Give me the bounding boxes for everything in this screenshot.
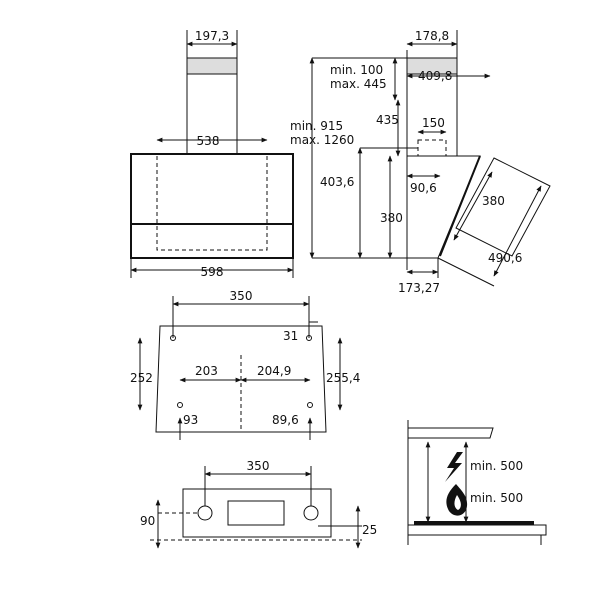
- clearance-cooktop: [407, 524, 547, 536]
- height-380: 380: [380, 211, 403, 225]
- front-hood-body: [130, 153, 294, 259]
- bracket-outline: [155, 325, 327, 433]
- chimney-max: max. 445: [330, 77, 387, 91]
- depth-total: 409,8: [418, 69, 452, 83]
- front-hood-width: 598: [201, 265, 224, 279]
- front-inner-width: 538: [197, 134, 220, 148]
- front-view: 197,3 538 598: [130, 29, 294, 279]
- bottom-173: 173,27: [398, 281, 440, 295]
- bracket-left: 203: [195, 364, 218, 378]
- lightning-icon: [445, 452, 463, 482]
- max-1260: max. 1260: [290, 133, 354, 147]
- height-403: 403,6: [320, 175, 354, 189]
- bracket-right: 204,9: [257, 364, 291, 378]
- offset-90: 90,6: [410, 181, 437, 195]
- clearance-hood: [407, 427, 494, 439]
- fixing-hole: [197, 505, 213, 521]
- bottom-height: 90: [140, 514, 155, 528]
- bottom-offset: 25: [362, 523, 377, 537]
- bracket-height-right: 255,4: [326, 371, 360, 385]
- bottom-view: 350 90 25: [140, 459, 377, 549]
- bracket-offset: 31: [283, 329, 298, 343]
- screw-hole: [177, 402, 183, 408]
- front-chimney-width: 197,3: [195, 29, 229, 43]
- min-915: min. 915: [290, 119, 343, 133]
- side-view: min. 915 max. 1260 min. 100 max. 445 178…: [290, 29, 551, 295]
- chimney-435: 435: [376, 113, 399, 127]
- clearance-electric: min. 500: [470, 459, 523, 473]
- panel-490: 490,6: [488, 251, 522, 265]
- bracket-low-left: 93: [183, 413, 198, 427]
- bottom-span: 350: [247, 459, 270, 473]
- panel-380: 380: [482, 194, 505, 208]
- bracket-height-left: 252: [130, 371, 153, 385]
- side-hood-body: [406, 155, 481, 259]
- chimney-min: min. 100: [330, 63, 383, 77]
- fixing-hole: [303, 505, 319, 521]
- bracket-span: 350: [230, 289, 253, 303]
- chimney-depth: 178,8: [415, 29, 449, 43]
- bracket-view: 350 31 252 203 204,9 255,4 93 89,6: [130, 289, 360, 440]
- clearance-gas: min. 500: [470, 491, 523, 505]
- clearance-view: min. 500 min. 500: [407, 420, 547, 545]
- screw-hole: [307, 402, 313, 408]
- bracket-low-right: 89,6: [272, 413, 299, 427]
- outlet-150: 150: [422, 116, 445, 130]
